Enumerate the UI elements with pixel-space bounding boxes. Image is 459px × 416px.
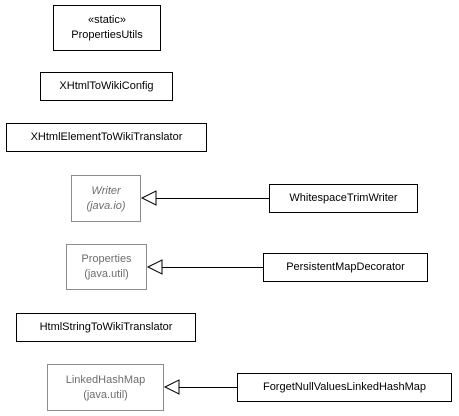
generalization-arrowhead-icon — [163, 379, 180, 395]
class-name: LinkedHashMap — [65, 373, 146, 386]
class-name: ForgetNullValuesLinkedHashMap — [262, 381, 427, 393]
class-name: PropertiesUtils — [71, 29, 143, 41]
generalization-line-linked-hash-map — [179, 387, 237, 388]
class-name: WhitespaceTrimWriter — [289, 192, 398, 204]
class-linked-hash-map[interactable]: LinkedHashMap (java.util) — [47, 364, 164, 411]
class-name: Writer — [91, 184, 121, 197]
class-xhtml-element-to-wiki-translator[interactable]: XHtmlElementToWikiTranslator — [6, 123, 207, 152]
class-xhtml-to-wiki-config[interactable]: XHtmlToWikiConfig — [40, 72, 173, 101]
class-forget-null-values-linked-hash-map[interactable]: ForgetNullValuesLinkedHashMap — [237, 373, 452, 402]
package-label: (java.util) — [83, 388, 128, 401]
generalization-line-properties — [162, 267, 263, 268]
class-persistent-map-decorator[interactable]: PersistentMapDecorator — [263, 253, 428, 282]
class-name: XHtmlToWikiConfig — [59, 80, 154, 92]
package-label: (java.util) — [84, 268, 129, 280]
stereotype-label: «static» — [88, 14, 126, 26]
class-html-string-to-wiki-translator[interactable]: HtmlStringToWikiTranslator — [16, 313, 196, 342]
class-name: HtmlStringToWikiTranslator — [39, 321, 173, 333]
package-label: (java.io) — [86, 199, 126, 212]
class-name: PersistentMapDecorator — [286, 261, 405, 273]
class-writer[interactable]: Writer (java.io) — [71, 175, 141, 222]
class-name: XHtmlElementToWikiTranslator — [30, 131, 183, 143]
generalization-arrowhead-icon — [140, 190, 157, 206]
class-name: Properties — [81, 253, 132, 265]
class-whitespace-trim-writer[interactable]: WhitespaceTrimWriter — [269, 184, 418, 213]
class-properties-utils[interactable]: «static» PropertiesUtils — [53, 5, 161, 51]
class-properties[interactable]: Properties (java.util) — [66, 244, 147, 290]
generalization-arrowhead-icon — [146, 259, 163, 275]
generalization-line-writer — [156, 198, 269, 199]
